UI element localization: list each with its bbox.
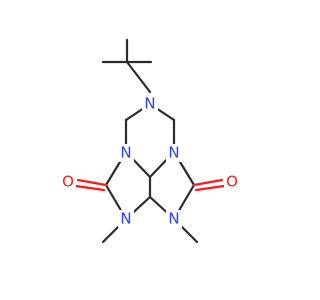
molecule-structure: N N N N N O O [60,38,240,244]
label-bg-n-top [142,94,158,112]
label-bg-o-left [60,173,76,191]
atom-n-top: N [144,95,155,113]
bond-right-co-2 [194,184,226,192]
label-bg-n-bottom-right [166,210,182,228]
atom-n-right: N [168,144,179,162]
label-bg-o-right [224,173,240,191]
atom-n-left: N [120,144,131,162]
label-bg-n-bottom-left [118,210,134,228]
bond-left-co-2 [74,184,106,192]
atom-o-right: O [226,173,238,191]
bond-tbu-to-n [125,60,152,94]
label-bg-n-left [118,144,134,162]
label-bg-n-right [166,144,182,162]
bond-left-co-1 [76,178,108,187]
atom-o-left: O [62,173,74,191]
atom-n-bottom-right: N [168,210,179,228]
atom-n-bottom-left: N [120,210,131,228]
bond-right-co-1 [192,178,224,187]
molecule-canvas: N N N N N O O [60,38,240,244]
